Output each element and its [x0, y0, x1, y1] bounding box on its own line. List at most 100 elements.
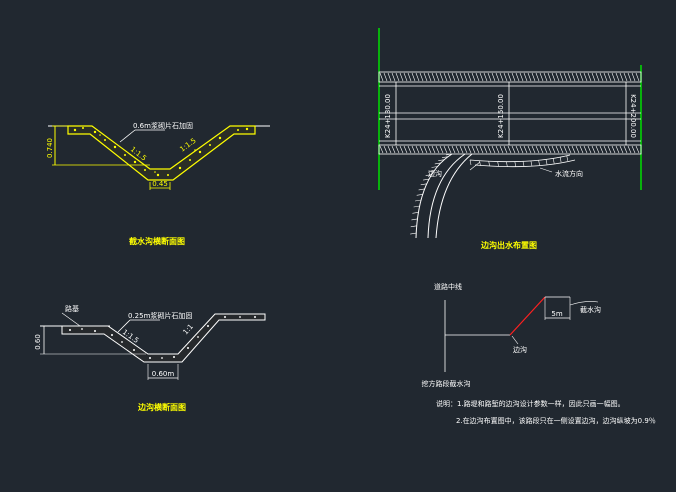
outlet-plan-title: 边沟出水布置图 — [480, 240, 537, 250]
ditch-lining — [61, 313, 266, 363]
curve-hatch-line — [425, 174, 432, 176]
curve-hatch-line — [420, 183, 427, 186]
hatch-line — [579, 72, 584, 82]
hatch-line — [547, 145, 552, 154]
hatch-line — [587, 72, 592, 82]
hatch-line — [399, 145, 404, 154]
ditch-depth-label: 0.60 — [34, 334, 42, 350]
drain-lining — [67, 125, 256, 181]
drain-bottom-label: 0.45 — [152, 180, 168, 188]
hatch-line — [559, 72, 564, 82]
hatch-line — [523, 145, 528, 154]
hatch-line — [403, 72, 408, 82]
curve-hatch-line — [506, 161, 508, 167]
hatch-line — [551, 72, 556, 82]
hatch-line — [555, 145, 560, 154]
hatch-line — [531, 145, 536, 154]
hatch-line — [455, 145, 460, 154]
hatch-line — [495, 145, 500, 154]
hatch-line — [507, 145, 512, 154]
hatch-line — [479, 145, 484, 154]
hatch-line — [431, 145, 436, 154]
hatch-line — [575, 72, 580, 82]
schematic-bottom-label: 挖方路段截水沟 — [422, 379, 471, 388]
hatch-line — [567, 72, 572, 82]
hatch-line — [459, 72, 464, 82]
hatch-line — [383, 72, 388, 82]
hatch-line — [535, 72, 540, 82]
plan-flow-label: 水流方向 — [555, 169, 583, 178]
hatch-line — [419, 72, 424, 82]
hatch-line — [607, 145, 612, 154]
hatch-line — [387, 145, 392, 154]
plan-bottom-band — [378, 144, 642, 155]
hatch-line — [615, 145, 620, 154]
hatch-line — [443, 145, 448, 154]
hatch-line — [631, 145, 636, 154]
curve-hatch-line — [416, 194, 423, 196]
hatch-line — [587, 145, 592, 154]
schematic-distance-label: 5m — [551, 310, 562, 318]
hatch-line — [399, 72, 404, 82]
curve-hatch-line — [530, 160, 533, 166]
hatch-line — [471, 145, 476, 154]
ditch-bottom-label: 0.60m — [152, 370, 175, 378]
drain-section-title: 截水沟横断面图 — [129, 236, 185, 246]
ditch-road-label: 路基 — [65, 304, 79, 313]
curve-hatch-line — [431, 166, 438, 168]
hatch-line — [419, 145, 424, 154]
hatch-line — [479, 72, 484, 82]
hatch-line — [519, 72, 524, 82]
ditch-lining-label: 0.25m浆砌片石加固 — [128, 311, 192, 320]
ditch-slope-right: 1:1 — [182, 323, 195, 337]
hatch-line — [499, 72, 504, 82]
curve-hatch-line — [545, 159, 548, 165]
hatch-line — [635, 145, 640, 154]
ditch-outlet-curve-inner — [435, 153, 473, 239]
hatch-line — [599, 145, 604, 154]
hatch-line — [623, 145, 628, 154]
hatch-line — [539, 72, 544, 82]
hatch-line — [523, 72, 528, 82]
hatch-line — [391, 145, 396, 154]
hatch-line — [563, 72, 568, 82]
hatch-line — [635, 72, 640, 82]
hatch-line — [487, 145, 492, 154]
plan-top-band — [378, 71, 642, 83]
hatch-line — [395, 72, 400, 82]
hatch-line — [627, 72, 632, 82]
hatch-line — [471, 72, 476, 82]
curve-hatch-line — [559, 157, 562, 163]
hatch-line — [431, 72, 436, 82]
hatch-line — [475, 72, 480, 82]
schematic-ditch-label: 边沟 — [513, 345, 527, 354]
ditch-outlet-curve-outer — [415, 153, 453, 239]
hatch-line — [391, 72, 396, 82]
hatch-line — [487, 72, 492, 82]
hatch-line — [467, 72, 472, 82]
outlet-plan: K24+130.00 K24+150.00 K24+200.00 边沟 水流方向… — [378, 28, 642, 250]
hatch-line — [563, 145, 568, 154]
hatch-line — [619, 72, 624, 82]
hatch-line — [543, 145, 548, 154]
hatch-line — [515, 145, 520, 154]
hatch-line — [491, 145, 496, 154]
hatch-line — [423, 72, 428, 82]
ditch-section-title: 边沟横断面图 — [137, 402, 186, 412]
hatch-line — [403, 145, 408, 154]
hatch-line — [575, 145, 580, 154]
hatch-line — [499, 145, 504, 154]
hatch-line — [579, 145, 584, 154]
hatch-line — [447, 72, 452, 82]
hatch-line — [443, 72, 448, 82]
curve-hatch-line — [428, 170, 435, 172]
drain-schematic: 道路中线 5m 截水沟 边沟 挖方路段截水沟 — [422, 282, 602, 388]
hatch-line — [583, 145, 588, 154]
curve-hatch-line — [479, 160, 481, 166]
hatch-line — [459, 145, 464, 154]
ditch-cross-section: 路基 0.60 0.60m 1:1.5 1:1 0.25m浆砌片石加固 边沟横断… — [34, 304, 266, 412]
hatch-line — [451, 72, 456, 82]
curve-hatch-line — [423, 178, 430, 181]
drain-depth-label: 0.740 — [46, 138, 54, 158]
hatch-line — [595, 145, 600, 154]
